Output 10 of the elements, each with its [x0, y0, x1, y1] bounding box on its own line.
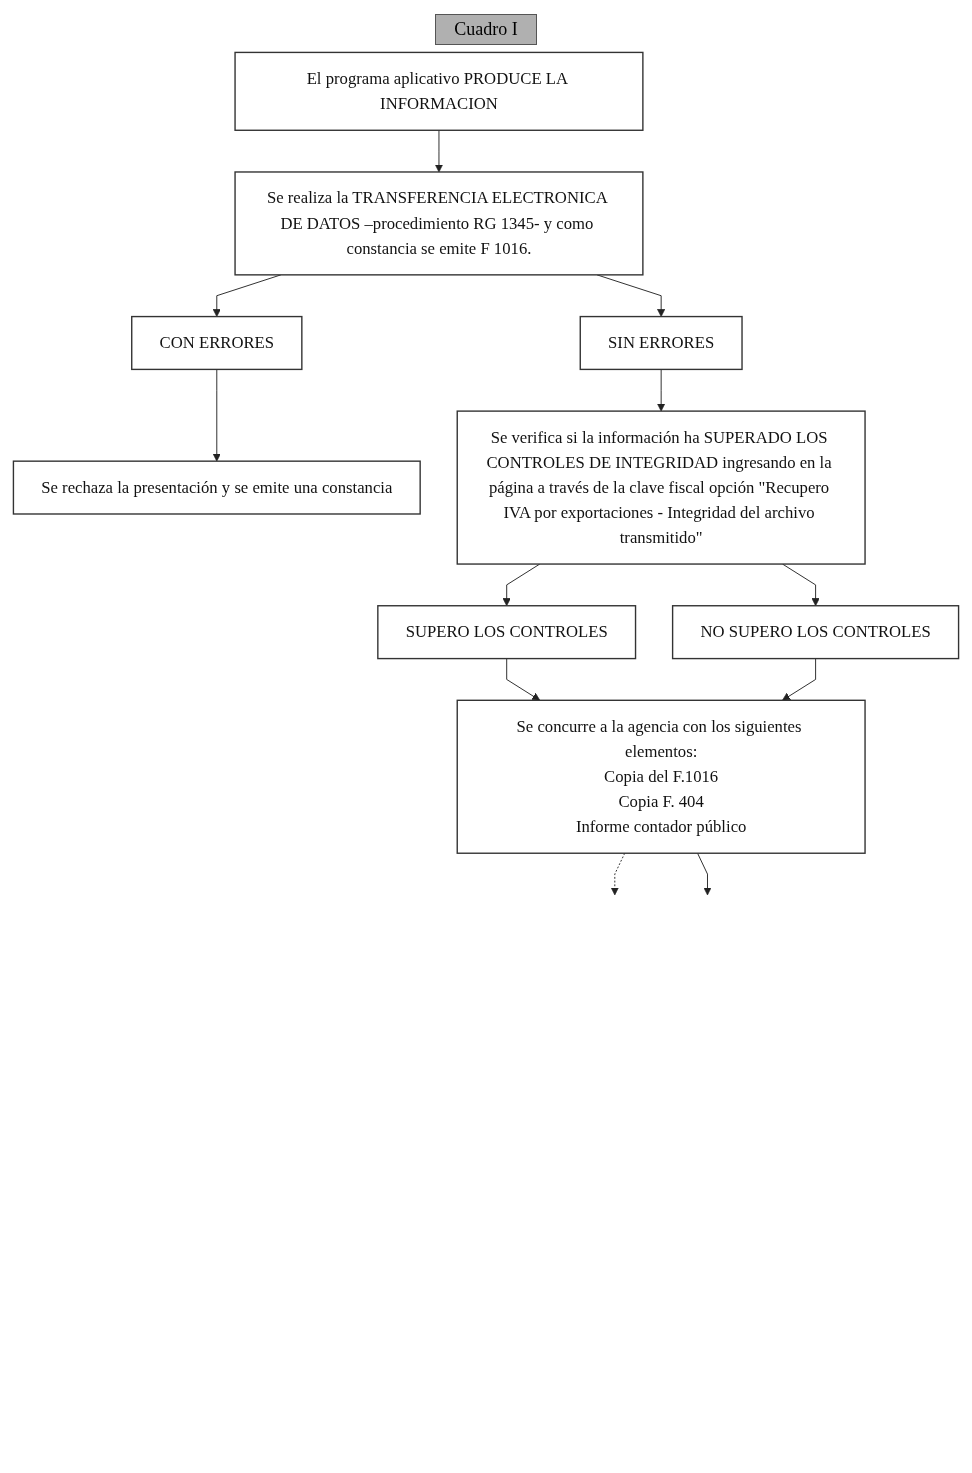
node-box: SIN ERRORES: [579, 315, 743, 371]
node-box: El programa aplicativo PRODUCE LA INFORMACION: [234, 51, 644, 131]
node-box: CON ERRORES: [131, 315, 303, 371]
node-box: Se verifica si la información ha SUPERADO LOS CONTROLES DE INTEGRIDAD ingresando en la página a través de la clave fiscal opción "Recupero IVA por exportaciones - Integridad del archivo transmitido": [456, 410, 866, 565]
node-box: Se realiza la TRANSFERENCIA ELECTRONICA DE DATOS –procedimiento RG 1345- y como constancia se emite F 1016.: [234, 171, 644, 276]
diagram-title: Cuadro I: [435, 14, 537, 45]
node-box: Se rechaza la presentación y se emite una constancia: [12, 460, 421, 515]
node-box: NO SUPERO LOS CONTROLES: [671, 605, 960, 660]
node-box: Se concurre a la agencia con los siguientes elementos: Copia del F.1016 Copia F. 404 Informe contador público: [456, 699, 866, 854]
node-box: SUPERO LOS CONTROLES: [377, 605, 637, 660]
